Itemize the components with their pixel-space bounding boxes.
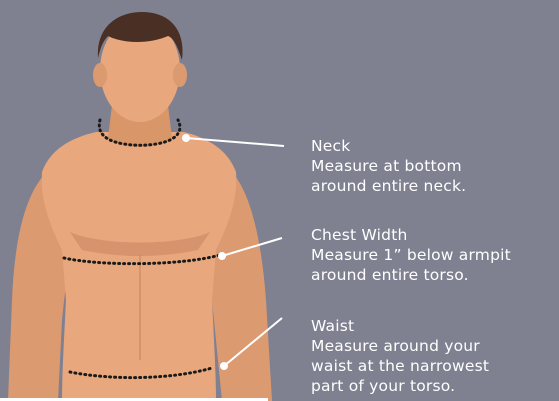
- chest-leader-dot: [218, 252, 226, 260]
- neck-instruction-line-1: Measure at bottom: [311, 156, 466, 176]
- chest-title: Chest Width: [311, 225, 511, 245]
- waist-instruction-line-1: Measure around your: [311, 336, 489, 356]
- waist-instruction-line-3: part of your torso.: [311, 376, 489, 396]
- chest-instruction-line-1: Measure 1” below armpit: [311, 245, 511, 265]
- neck-instruction-line-2: around entire neck.: [311, 176, 466, 196]
- waist-instruction-line-2: waist at the narrowest: [311, 356, 489, 376]
- neck-leader-dot: [182, 134, 190, 142]
- right-ear: [173, 63, 187, 87]
- neck-callout: Neck Measure at bottom around entire nec…: [311, 136, 466, 196]
- waist-callout: Waist Measure around your waist at the n…: [311, 316, 489, 396]
- neck-title: Neck: [311, 136, 466, 156]
- waist-leader-dot: [220, 362, 228, 370]
- left-ear: [93, 63, 107, 87]
- chest-instruction-line-2: around entire torso.: [311, 265, 511, 285]
- chest-callout: Chest Width Measure 1” below armpit arou…: [311, 225, 511, 285]
- waist-title: Waist: [311, 316, 489, 336]
